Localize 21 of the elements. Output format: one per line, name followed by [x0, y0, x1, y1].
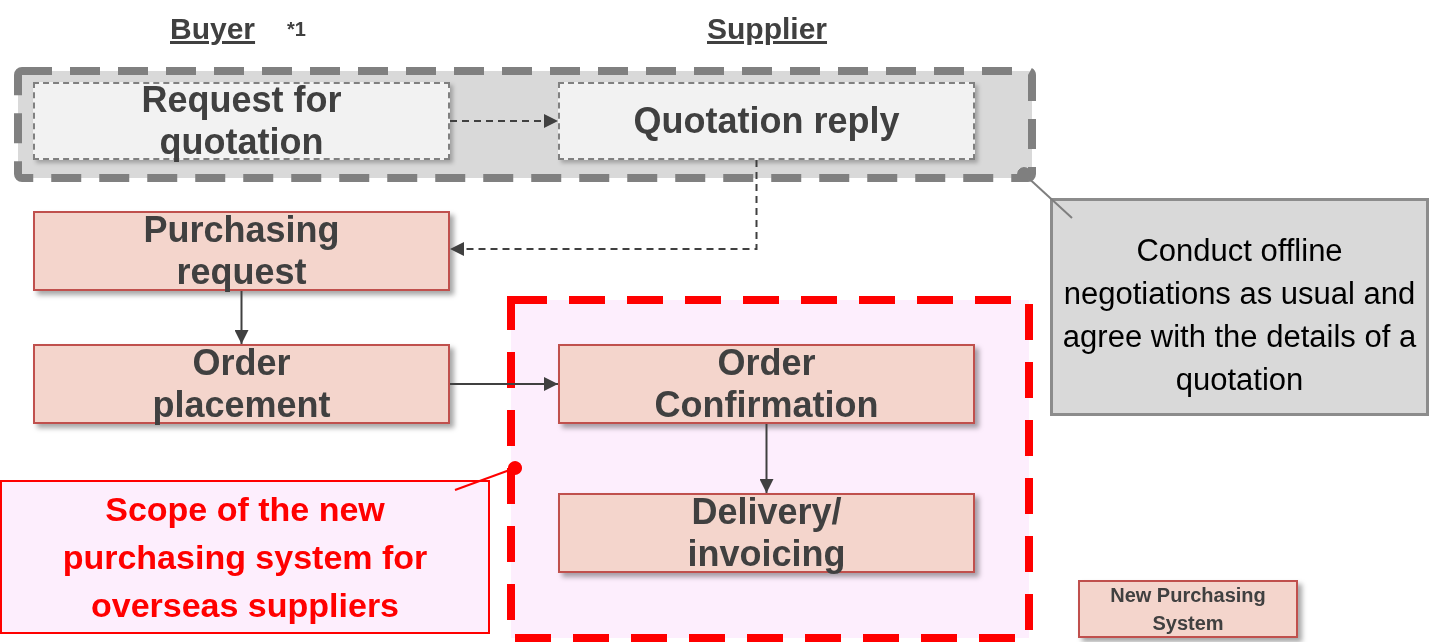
process-box: Order Confirmation [558, 344, 975, 424]
process-box: Delivery/ invoicing [558, 493, 975, 573]
dashed-process-box: Request for quotation [33, 82, 450, 160]
arrow [234, 290, 249, 345]
arrow [759, 423, 774, 494]
leader-line [454, 461, 522, 491]
process-box: Order placement [33, 344, 450, 424]
footnote-mark: *1 [287, 18, 306, 41]
arrow [449, 114, 559, 128]
legend-swatch: New Purchasing System [1078, 580, 1298, 638]
process-box: Purchasing request [33, 211, 450, 291]
callout-box: Scope of the new purchasing system for overseas suppliers [0, 480, 490, 634]
column-heading: Supplier [707, 12, 827, 46]
dashed-process-box: Quotation reply [558, 82, 975, 160]
leader-line [1017, 167, 1073, 219]
dashed-scope-region [507, 296, 1033, 642]
callout-box: Conduct offline negotiations as usual and agree with the details of a quotation [1050, 198, 1429, 416]
arrow [449, 377, 559, 391]
dashed-group-box [14, 67, 1036, 182]
arrow [449, 159, 758, 256]
column-heading: Buyer [170, 12, 256, 46]
